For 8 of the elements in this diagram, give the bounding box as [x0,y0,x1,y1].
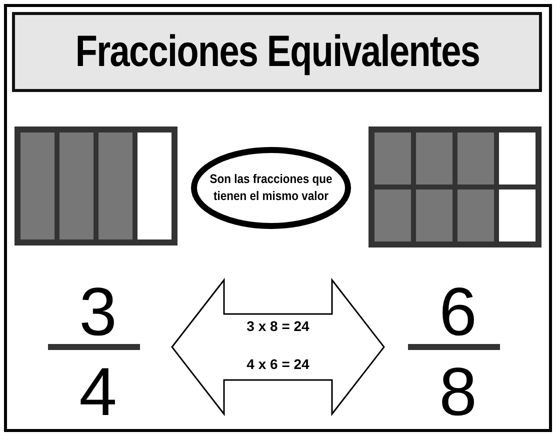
denominator: 8 [438,358,478,426]
definition-text: Son las fracciones que tienen el mismo valor [208,171,334,205]
equation: 3 x 8 = 24 [246,318,310,334]
numerator: 3 [78,278,118,346]
equation: 4 x 6 = 24 [246,356,310,372]
title: Fracciones Equivalentes [74,27,480,77]
numerator: 6 [438,278,478,346]
denominator: 4 [78,358,118,426]
